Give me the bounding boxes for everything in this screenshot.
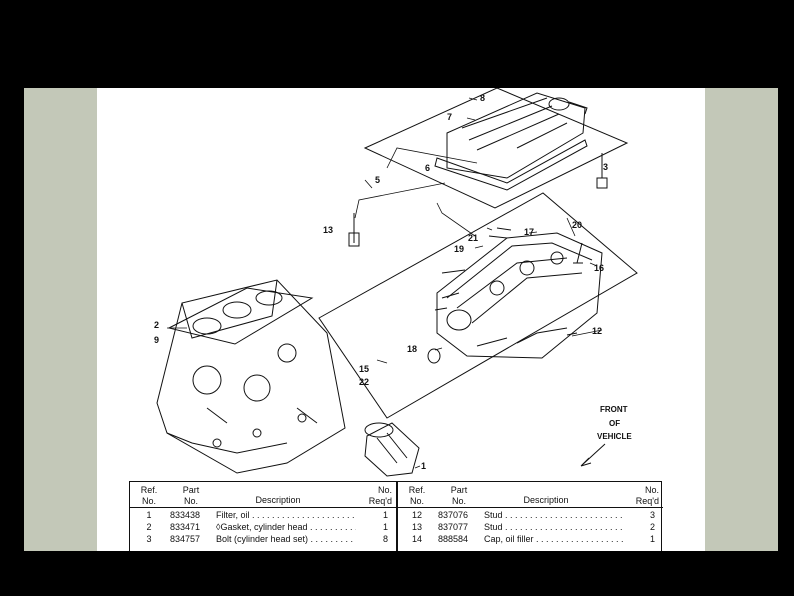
- cell-ref: 14: [411, 534, 422, 544]
- cell-qty: 2: [641, 522, 655, 533]
- cell-part: 888584: [438, 534, 469, 544]
- cell-description: ◊Gasket, cylinder head: [216, 522, 356, 533]
- cell-part: 833438: [170, 510, 201, 520]
- cell-description: Cap, oil filler: [484, 534, 624, 545]
- callout-labels: 8 7 6 5 3 13 20 17 21 19 16 2 9 12 18 15…: [154, 93, 632, 471]
- header-qty-2: Req'd: [368, 496, 392, 506]
- header-part-2: No.: [183, 496, 198, 506]
- front-label-line2: OF: [609, 419, 620, 428]
- cell-ref: 2: [146, 522, 152, 532]
- callout-16: 16: [594, 263, 604, 273]
- bolt-13-drawing: [348, 213, 360, 247]
- header-qty-1: No.: [377, 485, 392, 495]
- callout-17: 17: [524, 227, 534, 237]
- header-ref-1: Ref.: [140, 485, 158, 495]
- cell-qty: 1: [374, 510, 388, 521]
- cell-ref: 1: [146, 510, 152, 520]
- header-part-1: Part: [182, 485, 200, 495]
- cell-part: 833471: [170, 522, 201, 532]
- callout-13: 13: [323, 225, 333, 235]
- cell-part: 834757: [170, 534, 201, 544]
- cell-ref: 12: [411, 510, 422, 520]
- front-label-line1: FRONT: [600, 405, 628, 414]
- cell-ref: 3: [146, 534, 152, 544]
- cylinder-head-group-outline: [318, 192, 638, 419]
- callout-22: 22: [359, 377, 369, 387]
- header-description: Description: [523, 495, 569, 505]
- callout-1: 1: [421, 461, 426, 471]
- table-row: 3 834757 Bolt (cylinder head set) 8: [130, 534, 396, 545]
- callout-19: 19: [454, 244, 464, 254]
- cell-description: Bolt (cylinder head set): [216, 534, 356, 545]
- callout-6: 6: [425, 163, 430, 173]
- cylinder-head-drawing: [436, 232, 603, 359]
- cell-description: Stud: [484, 522, 624, 533]
- head-gasket-drawing: [167, 287, 314, 345]
- callout-7: 7: [447, 112, 452, 122]
- table-row: 13 837077 Stud 2: [398, 522, 663, 533]
- header-ref-1: Ref.: [408, 485, 426, 495]
- bolt-3-drawing: [596, 153, 608, 189]
- header-ref-2: No.: [141, 496, 156, 506]
- cell-part: 837077: [438, 522, 469, 532]
- table-row: 14 888584 Cap, oil filler 1: [398, 534, 663, 545]
- callout-15: 15: [359, 364, 369, 374]
- front-label-line3: VEHICLE: [597, 432, 632, 441]
- header-part-1: Part: [450, 485, 468, 495]
- header-ref-2: No.: [409, 496, 424, 506]
- header-qty-2: Req'd: [635, 496, 659, 506]
- header-description: Description: [255, 495, 301, 505]
- cell-qty: 8: [374, 534, 388, 545]
- stud-16-drawing: [573, 242, 583, 264]
- parts-catalog-page: 8 7 6 5 3 13 20 17 21 19 16 2 9 12 18 15…: [97, 88, 705, 551]
- exploded-engine-diagram: 8 7 6 5 3 13 20 17 21 19 16 2 9 12 18 15…: [154, 88, 638, 477]
- cell-description: Stud: [484, 510, 624, 521]
- callout-5: 5: [375, 175, 380, 185]
- cell-qty: 1: [374, 522, 388, 533]
- valve-cover-group-outline: [363, 88, 629, 209]
- cell-part: 837076: [438, 510, 469, 520]
- callout-3: 3: [603, 162, 608, 172]
- callout-21: 21: [468, 233, 478, 243]
- callout-12: 12: [592, 326, 602, 336]
- cell-ref: 13: [411, 522, 422, 532]
- table-row: 1 833438 Filter, oil 1: [130, 510, 396, 521]
- parts-21-17-drawing: [488, 227, 512, 239]
- cell-description: Filter, oil: [216, 510, 356, 521]
- oil-filter-drawing: [364, 422, 420, 477]
- header-qty-1: No.: [644, 485, 659, 495]
- callout-2: 2: [154, 320, 159, 330]
- header-part-2: No.: [451, 496, 466, 506]
- valve-cover-drawing: [434, 92, 588, 191]
- cell-qty: 1: [641, 534, 655, 545]
- cell-qty: 3: [641, 510, 655, 521]
- engine-block-drawing: [156, 279, 346, 474]
- callout-8: 8: [480, 93, 485, 103]
- table-row: 12 837076 Stud 3: [398, 510, 663, 521]
- front-arrow-drawing: [580, 443, 606, 467]
- callout-18: 18: [407, 344, 417, 354]
- table-row: 2 833471 ◊Gasket, cylinder head 1: [130, 522, 396, 533]
- callout-9: 9: [154, 335, 159, 345]
- callout-20: 20: [572, 220, 582, 230]
- seal-18-drawing: [427, 348, 441, 364]
